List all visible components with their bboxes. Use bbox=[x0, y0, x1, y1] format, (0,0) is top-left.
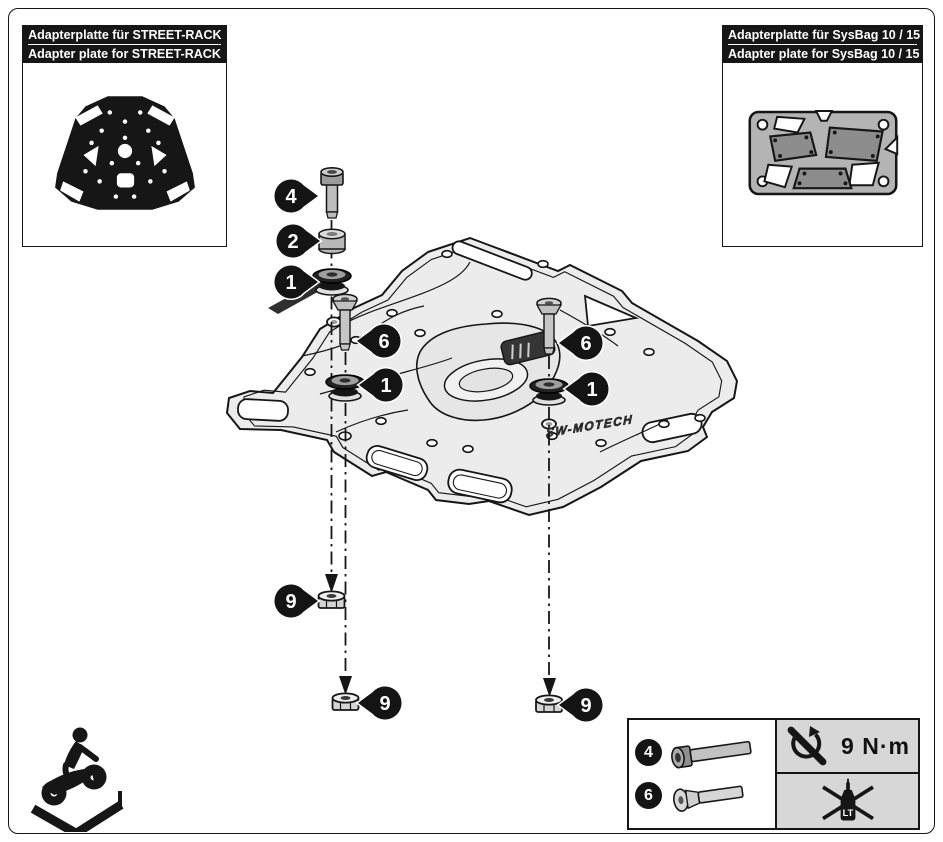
callout-spacer-top: 2 bbox=[274, 223, 323, 259]
nut-lower-right bbox=[535, 694, 563, 713]
no-threadlocker-cell: LT bbox=[777, 774, 918, 828]
fastener-row-cap-screw: 4 bbox=[635, 736, 769, 770]
svg-text:4: 4 bbox=[285, 186, 297, 208]
svg-text:9: 9 bbox=[285, 591, 296, 613]
motorcycle-rider-icon bbox=[30, 727, 124, 839]
svg-text:LT: LT bbox=[842, 808, 853, 818]
panel-sysbag-title-de: Adapterplatte für SysBag 10 / 15 bbox=[727, 27, 921, 42]
grommet-right bbox=[529, 378, 569, 406]
adventure-rack-plate: SW-MOTECH bbox=[225, 236, 739, 517]
svg-text:9: 9 bbox=[379, 693, 390, 715]
flat-screw-icon bbox=[673, 785, 744, 812]
svg-text:6: 6 bbox=[378, 331, 389, 353]
panel-sysbag-header: Adapterplatte für SysBag 10 / 15 Adapter… bbox=[723, 26, 922, 63]
svg-text:1: 1 bbox=[285, 272, 296, 294]
panel-street-rack: Adapterplatte für STREET-RACK Adapter pl… bbox=[22, 25, 227, 247]
spacer-top bbox=[318, 228, 346, 255]
fastener-spec-table: 4 6 bbox=[627, 718, 920, 830]
callout-nut-upper: 9 bbox=[272, 583, 321, 619]
callout-screw-right: 6 bbox=[556, 325, 605, 361]
svg-text:1: 1 bbox=[380, 375, 391, 397]
cap-screw-icon bbox=[671, 740, 752, 768]
svg-text:2: 2 bbox=[287, 231, 298, 253]
callout-nut-lower-left: 9 bbox=[355, 685, 404, 721]
rider-assembly-icon bbox=[24, 720, 124, 839]
grommet-left bbox=[325, 374, 365, 402]
sheet-border bbox=[8, 8, 935, 834]
panel-street-rack-title-en: Adapter plate for STREET-RACK bbox=[28, 44, 221, 61]
panel-sysbag-title-en: Adapter plate for SysBag 10 / 15 bbox=[727, 44, 920, 61]
panel-street-rack-body bbox=[23, 63, 226, 242]
svg-text:1: 1 bbox=[586, 379, 597, 401]
callout-grommet-top: 1 bbox=[272, 264, 321, 300]
nut-upper bbox=[317, 590, 346, 609]
svg-text:9: 9 bbox=[580, 695, 591, 717]
torque-spec-cell: 9 N·m bbox=[777, 720, 918, 774]
grommet-top bbox=[312, 268, 352, 296]
no-threadlocker-icon: LT bbox=[821, 778, 874, 821]
sysbag-plate-icon bbox=[747, 109, 898, 195]
nut-lower-left bbox=[331, 692, 360, 711]
callout-nut-lower-right: 9 bbox=[556, 687, 605, 723]
callout-screw-left: 6 bbox=[354, 323, 403, 359]
flat-screw-right bbox=[535, 297, 563, 355]
part-number-badge: 4 bbox=[635, 739, 662, 766]
street-rack-silhouette-icon bbox=[54, 95, 195, 210]
panel-sysbag: Adapterplatte für SysBag 10 / 15 Adapter… bbox=[722, 25, 923, 247]
fastener-list-cell: 4 6 bbox=[629, 720, 777, 828]
callout-screw-top: 4 bbox=[272, 178, 321, 214]
panel-street-rack-title-de: Adapterplatte für STREET-RACK bbox=[28, 27, 222, 42]
flat-screw-left bbox=[331, 293, 359, 351]
svg-text:6: 6 bbox=[580, 333, 591, 355]
panel-sysbag-body bbox=[723, 63, 922, 242]
cap-screw-top bbox=[320, 167, 344, 219]
assembly-arrows bbox=[325, 574, 556, 697]
part-number-badge: 6 bbox=[635, 782, 662, 809]
panel-street-rack-header: Adapterplatte für STREET-RACK Adapter pl… bbox=[23, 26, 226, 63]
torque-value: 9 N·m bbox=[841, 732, 910, 759]
fastener-row-flat-screw: 6 bbox=[635, 779, 769, 813]
torque-wrench-icon bbox=[787, 726, 827, 766]
callout-grommet-left: 1 bbox=[356, 367, 405, 403]
callout-grommet-right: 1 bbox=[562, 371, 611, 407]
